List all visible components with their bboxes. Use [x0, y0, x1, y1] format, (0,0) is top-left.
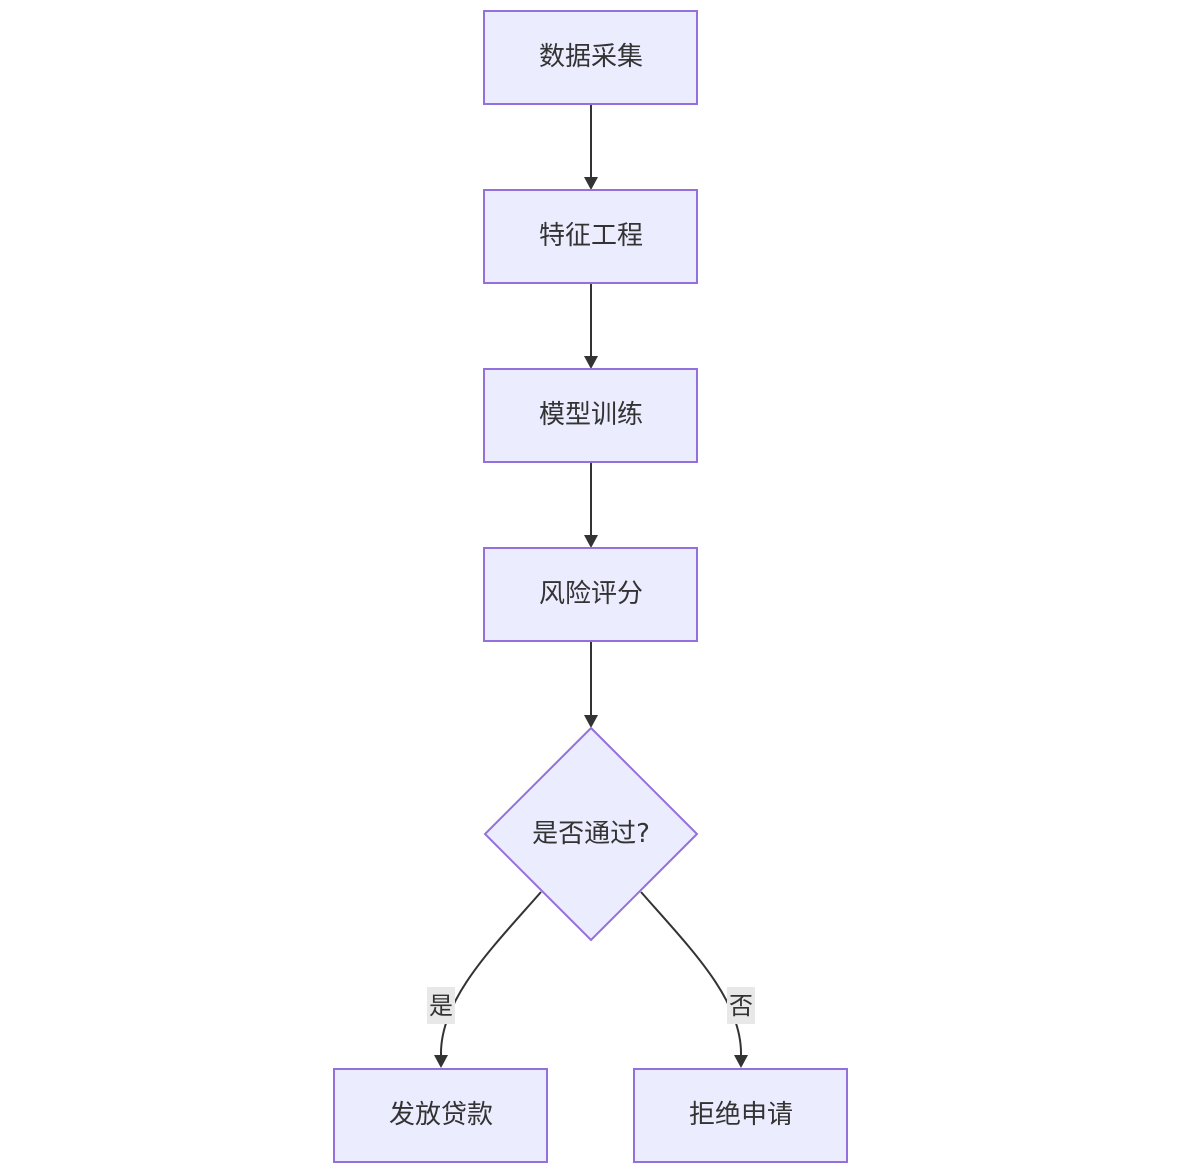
arrowhead-train [584, 356, 598, 369]
edge-decision-to-reject [640, 891, 743, 1056]
arrowhead-reject [734, 1055, 748, 1068]
edges [434, 104, 748, 1068]
node-train-box [483, 368, 698, 463]
node-reject-label: 拒绝申请 [689, 1100, 793, 1130]
edge-label-no-bg [727, 987, 755, 1024]
arrowhead-score [584, 535, 598, 548]
node-train-label: 模型训练 [539, 400, 643, 430]
arrowhead-features [584, 177, 598, 190]
edge-label-no-text: 否 [729, 992, 753, 1020]
node-approve: 发放贷款 [333, 1068, 548, 1163]
edge-label-no: 否 [727, 987, 755, 1024]
node-features-label: 特征工程 [539, 221, 643, 251]
node-reject-box [633, 1068, 848, 1163]
arrowhead-approve [434, 1055, 448, 1068]
node-reject: 拒绝申请 [633, 1068, 848, 1163]
node-collect-label: 数据采集 [539, 42, 643, 72]
edge-label-yes: 是 [427, 987, 455, 1024]
node-features: 特征工程 [483, 189, 698, 284]
node-train: 模型训练 [483, 368, 698, 463]
edge-label-yes-text: 是 [429, 992, 453, 1020]
arrowhead-decision [584, 715, 598, 728]
node-score-box [483, 547, 698, 642]
node-approve-label: 发放贷款 [389, 1100, 493, 1130]
node-collect-box [483, 10, 698, 105]
node-decision-diamond [483, 726, 699, 942]
edge-label-yes-bg [427, 987, 455, 1024]
node-approve-box [333, 1068, 548, 1163]
edge-decision-to-approve [439, 891, 542, 1056]
node-collect: 数据采集 [483, 10, 698, 105]
node-score: 风险评分 [483, 547, 698, 642]
node-decision: 是否通过? [483, 726, 699, 942]
node-decision-label: 是否通过? [532, 819, 650, 849]
node-score-label: 风险评分 [539, 579, 643, 609]
node-features-box [483, 189, 698, 284]
